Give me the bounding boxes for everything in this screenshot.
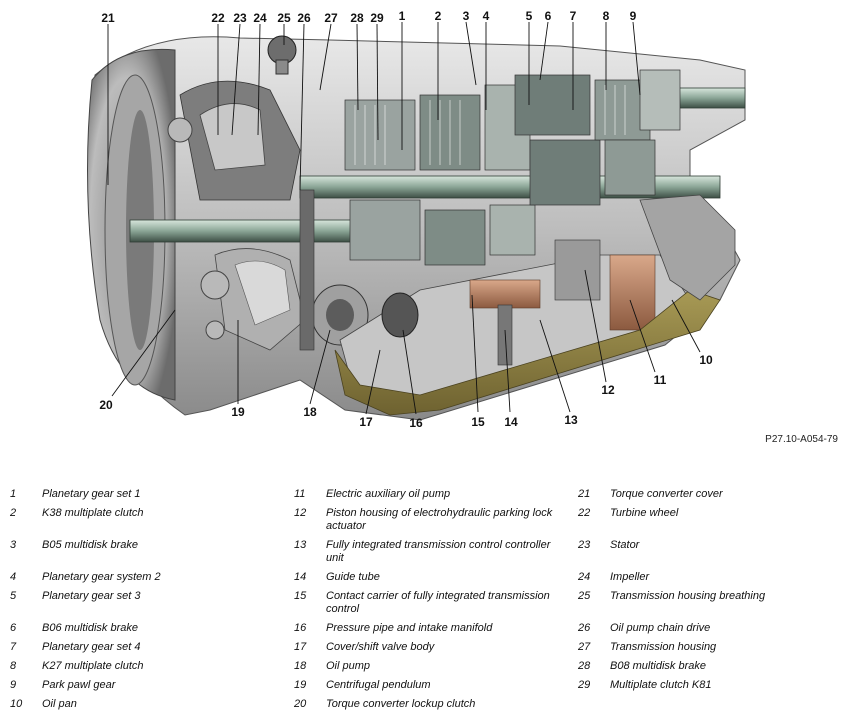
parts-legend: 1 Planetary gear set 1 2 K38 multiplate cl… (0, 484, 848, 720)
legend-item-text: Pressure pipe and intake manifold (326, 622, 493, 634)
callout-23: 23 (233, 11, 247, 25)
legend-item-text: K27 multiplate clutch (42, 660, 144, 672)
legend-item-text: Piston housing of electrohydraulic parki… (326, 507, 553, 532)
legend-item-number: 22 (578, 507, 591, 519)
legend-item-text: Planetary gear set 1 (42, 488, 141, 500)
legend-item-number: 27 (578, 641, 591, 653)
legend-item-number: 10 (10, 698, 23, 710)
callout-15: 15 (471, 415, 485, 429)
callout-18: 18 (303, 405, 317, 419)
legend-item-text: Electric auxiliary oil pump (326, 488, 451, 500)
callout-labels: 1 2 3 4 5 6 7 8 9 10 11 12 13 14 15 16 1… (99, 9, 713, 430)
legend-item-number: 17 (294, 641, 307, 653)
legend-item-text: B06 multidisk brake (42, 622, 138, 634)
legend-item-number: 15 (294, 590, 307, 602)
legend-item-text: Centrifugal pendulum (326, 679, 431, 691)
legend-item-text: Torque converter lockup clutch (326, 698, 476, 710)
callout-28: 28 (350, 11, 364, 25)
callout-8: 8 (603, 9, 610, 23)
legend-item-number: 20 (294, 698, 307, 710)
legend-item-number: 9 (10, 679, 17, 691)
legend-item-text: Planetary gear set 4 (42, 641, 141, 653)
legend-item-number: 5 (10, 590, 17, 602)
legend-item-text: Planetary gear system 2 (42, 571, 161, 583)
legend-item-number: 16 (294, 622, 307, 634)
callout-12: 12 (601, 383, 615, 397)
legend-item-number: 12 (294, 507, 307, 519)
callout-4: 4 (483, 9, 490, 23)
legend-item-number: 7 (10, 641, 17, 653)
legend-item-text: Cover/shift valve body (326, 641, 435, 653)
callout-27: 27 (324, 11, 338, 25)
callout-9: 9 (630, 9, 637, 23)
callout-14: 14 (504, 415, 518, 429)
legend-item-text: Turbine wheel (610, 507, 679, 519)
callout-7: 7 (570, 9, 577, 23)
legend-item-number: 8 (10, 660, 17, 672)
legend-item-number: 29 (578, 679, 591, 691)
legend-item-number: 1 (10, 488, 17, 500)
legend-item-number: 6 (10, 622, 17, 634)
legend-item-text: Torque converter cover (610, 488, 723, 500)
legend-item-text: Planetary gear set 3 (42, 590, 141, 602)
legend-item-number: 3 (10, 539, 17, 551)
callout-25: 25 (277, 11, 291, 25)
callout-10: 10 (699, 353, 713, 367)
legend-item-number: 24 (578, 571, 591, 583)
callout-19: 19 (231, 405, 245, 419)
callout-24: 24 (253, 11, 267, 25)
callout-1: 1 (399, 9, 406, 23)
legend-item-text: Oil pump chain drive (610, 622, 711, 634)
oil-pan-shape (334, 289, 721, 416)
legend-item-number: 2 (10, 507, 17, 519)
legend-item-number: 18 (294, 660, 307, 672)
legend-item-number: 26 (578, 622, 591, 634)
legend-item-number: 11 (294, 488, 306, 500)
legend-item-number: 25 (578, 590, 591, 602)
callout-26: 26 (297, 11, 311, 25)
legend-item-number: 13 (294, 539, 307, 551)
legend-item-text: Guide tube (326, 571, 380, 583)
callout-17: 17 (359, 415, 373, 429)
legend-item-number: 14 (294, 571, 307, 583)
legend-item-text: Oil pan (42, 698, 77, 710)
callout-leaders (107, 21, 701, 415)
legend-item-text: Impeller (610, 571, 650, 583)
legend-item-text: Transmission housing (610, 641, 717, 653)
callout-2: 2 (435, 9, 442, 23)
callout-16: 16 (409, 416, 423, 430)
callout-11: 11 (654, 373, 667, 387)
callout-21: 21 (101, 11, 115, 25)
legend-item-number: 23 (578, 539, 591, 551)
legend-item-number: 28 (578, 660, 591, 672)
callout-3: 3 (463, 9, 470, 23)
callout-22: 22 (211, 11, 225, 25)
legend-item-text: Stator (610, 539, 640, 551)
legend-item-text: Multiplate clutch K81 (610, 679, 712, 691)
legend-item-text: B08 multidisk brake (610, 660, 706, 672)
legend-item-text: B05 multidisk brake (42, 539, 138, 551)
legend-item-text: Oil pump (326, 660, 371, 672)
legend-item-text: Transmission housing breathing (610, 590, 766, 602)
callout-13: 13 (564, 413, 578, 427)
transmission-cutaway-illustration: 1 2 3 4 5 6 7 8 9 10 11 12 13 14 15 16 1… (87, 9, 746, 430)
legend-item-number: 4 (10, 571, 17, 583)
callout-5: 5 (526, 9, 533, 23)
legend-item-text: Park pawl gear (42, 679, 116, 691)
callout-29: 29 (370, 11, 384, 25)
legend-item-number: 21 (578, 488, 591, 500)
callout-6: 6 (545, 9, 552, 23)
legend-item-text: K38 multiplate clutch (42, 507, 144, 519)
figure-reference-code: P27.10-A054-79 (765, 434, 838, 445)
legend-item-text: Contact carrier of fully integrated tran… (326, 590, 550, 615)
legend-item-text: Fully integrated transmission control co… (326, 539, 551, 564)
callout-20: 20 (99, 398, 113, 412)
legend-item-number: 19 (294, 679, 307, 691)
